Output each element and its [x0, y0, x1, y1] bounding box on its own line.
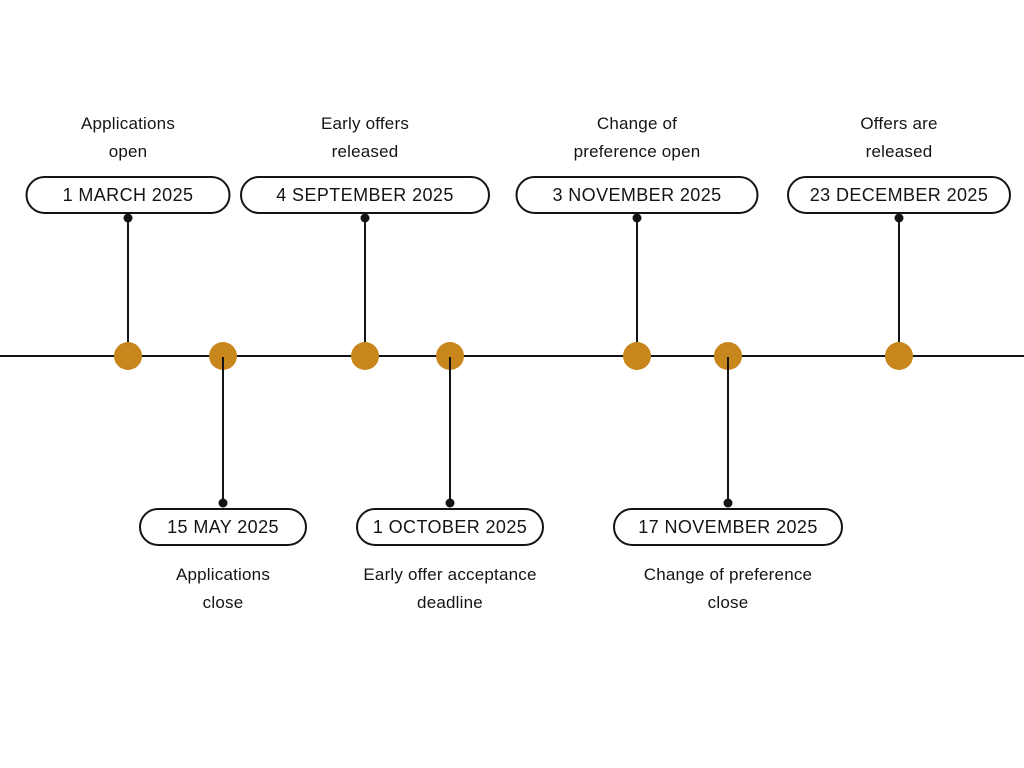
event-date-pill: 1 OCTOBER 2025 [356, 508, 544, 546]
event-date-pill: 3 NOVEMBER 2025 [515, 176, 759, 214]
timeline-line [0, 355, 1024, 357]
event-title: Applications close [73, 561, 373, 617]
connector-line [898, 218, 900, 356]
event-title: Applications open [0, 110, 278, 166]
event-title-line2: open [108, 142, 148, 161]
event-title-line1: Offers are [860, 114, 938, 133]
event-title-line1: Change of [596, 114, 678, 133]
event-title: Change of preference open [487, 110, 787, 166]
connector-line [222, 357, 224, 503]
connector-line [727, 357, 729, 503]
event-title: Offers are released [749, 110, 1024, 166]
event-title-line1: Change of preference [643, 565, 813, 584]
event-title-line1: Applications [175, 565, 271, 584]
event-title-line2: preference open [573, 142, 701, 161]
event-date-pill: 15 MAY 2025 [139, 508, 307, 546]
timeline-node [623, 342, 651, 370]
connector-line [636, 218, 638, 356]
event-title: Early offer acceptance deadline [300, 561, 600, 617]
event-title-line2: released [865, 142, 933, 161]
timeline-node [114, 342, 142, 370]
event-title-line1: Applications [80, 114, 176, 133]
event-title-line1: Early offer acceptance [363, 565, 537, 584]
event-title: Change of preference close [578, 561, 878, 617]
event-title-line1: Early offers [320, 114, 410, 133]
connector-line [364, 218, 366, 356]
event-date-pill: 23 DECEMBER 2025 [787, 176, 1011, 214]
event-title-line2: close [707, 593, 749, 612]
connector-line [449, 357, 451, 503]
event-title-line2: close [202, 593, 244, 612]
connector-endpoint-dot [218, 498, 228, 508]
connector-endpoint-dot [723, 498, 733, 508]
connector-line [127, 218, 129, 356]
timeline-node [351, 342, 379, 370]
event-date-pill: 1 MARCH 2025 [25, 176, 231, 214]
event-date-pill: 4 SEPTEMBER 2025 [240, 176, 490, 214]
event-title: Early offers released [215, 110, 515, 166]
event-date-pill: 17 NOVEMBER 2025 [613, 508, 843, 546]
event-title-line2: deadline [417, 593, 483, 612]
event-title-line2: released [331, 142, 399, 161]
timeline-node [885, 342, 913, 370]
connector-endpoint-dot [445, 498, 455, 508]
